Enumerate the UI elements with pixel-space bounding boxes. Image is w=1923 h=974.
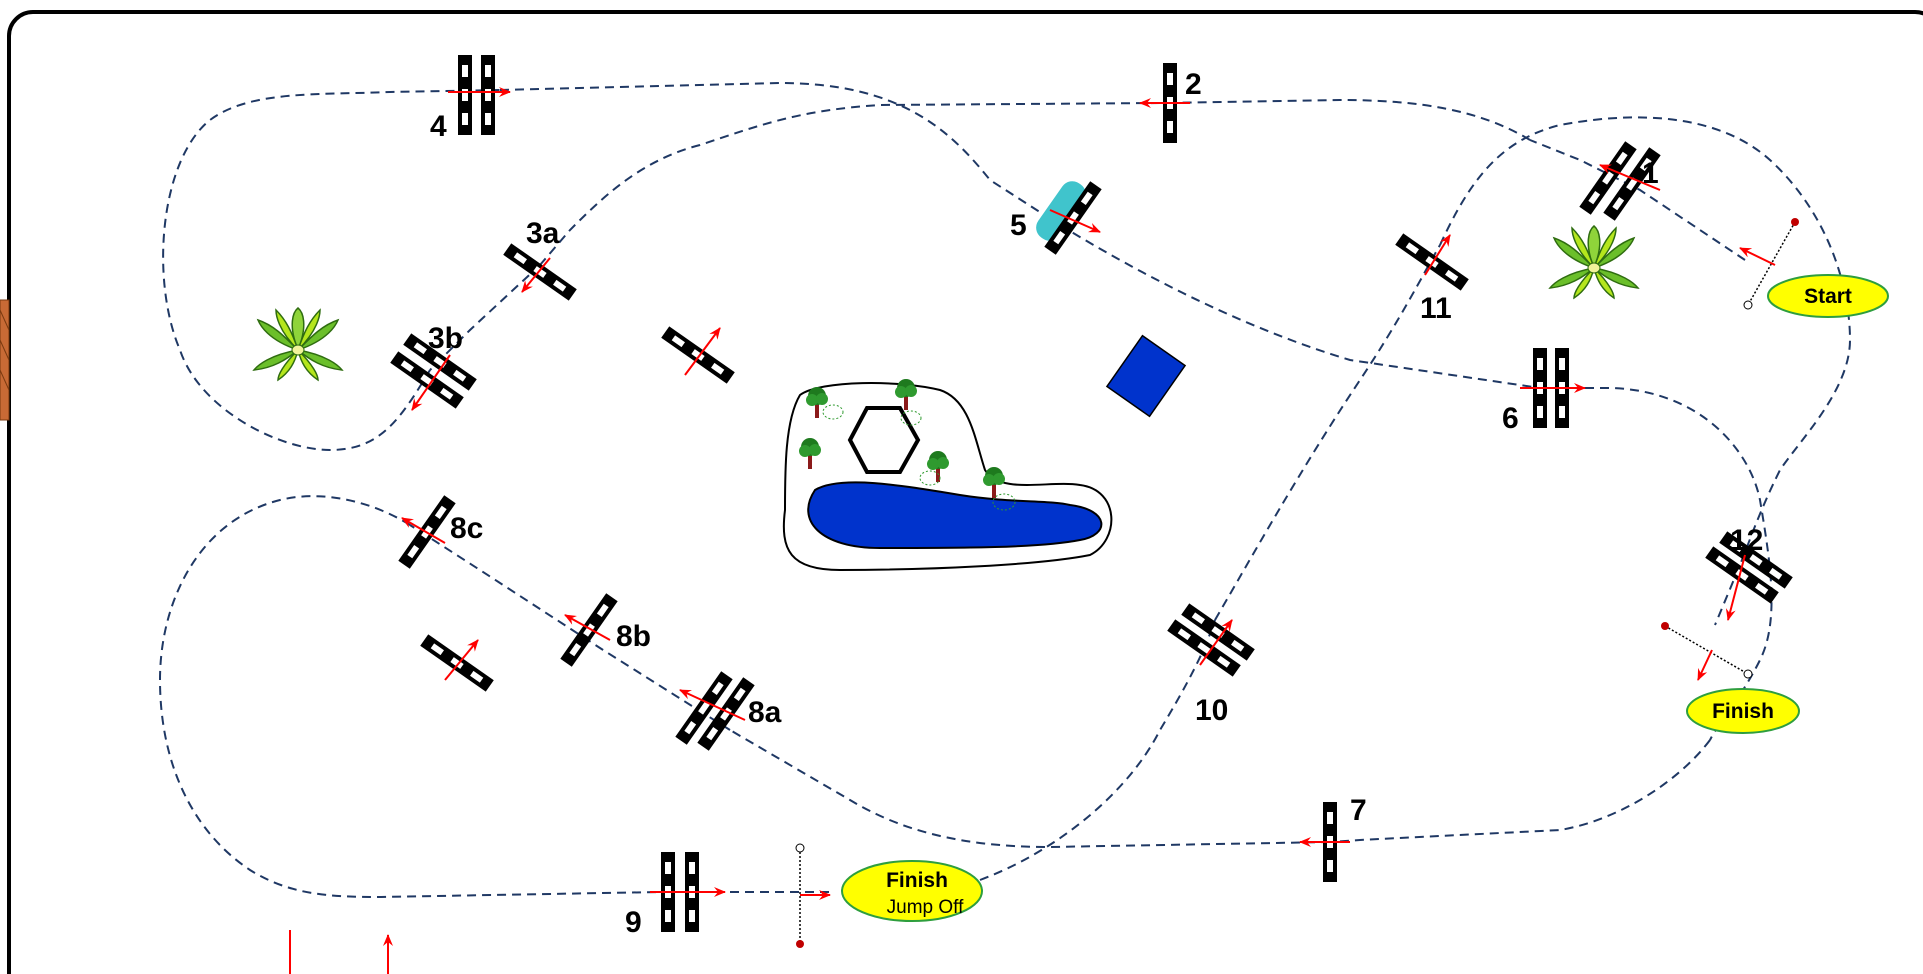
start-label: Start	[1804, 285, 1852, 308]
finish-jumpoff-label: Finish	[886, 869, 948, 892]
entry-gate-texture	[0, 369, 10, 391]
jump-8a-label: 8a	[748, 696, 782, 729]
jump-9: 9	[625, 852, 726, 939]
jump-6-label: 6	[1502, 402, 1519, 435]
jump-4-label: 4	[430, 110, 447, 143]
plant-icon	[253, 307, 343, 381]
practice-jump-top	[661, 326, 735, 384]
jump-9-label: 9	[625, 906, 642, 939]
jump-2-label: 2	[1185, 68, 1202, 101]
liverpool-icon	[1036, 181, 1086, 241]
finish-oval: Finish	[1686, 688, 1800, 734]
finish-line	[1661, 622, 1753, 681]
jump-3b-label: 3b	[428, 322, 463, 355]
arena-border	[7, 10, 1923, 974]
jump-5: 5	[1010, 181, 1102, 255]
pond-area	[782, 379, 1113, 572]
shrub-icon	[900, 410, 922, 426]
jump-8b: 8b	[560, 593, 651, 667]
jump-11-label: 11	[1420, 292, 1452, 325]
jump-2: 2	[1139, 63, 1202, 143]
entry-gate-texture	[0, 309, 10, 331]
finish-jumpoff-oval: Finish Jump Off	[841, 860, 983, 922]
jump-1: 1	[1579, 141, 1661, 221]
jump-8c: 8c	[398, 495, 483, 569]
start-oval: Start	[1767, 274, 1889, 318]
entry-gate-texture	[0, 339, 10, 361]
jump-10-label: 10	[1195, 694, 1228, 727]
jump-8b-label: 8b	[616, 620, 651, 653]
plant-icon	[1549, 225, 1639, 299]
jump-7: 7	[1299, 794, 1367, 882]
jump-4: 4	[430, 55, 511, 143]
jump-3a-label: 3a	[526, 217, 560, 250]
shrub-icon	[822, 404, 844, 420]
jump-8a: 8a	[675, 671, 782, 751]
finish-label: Finish	[1712, 700, 1774, 723]
jump-3a: 3a	[503, 217, 577, 301]
jump-11: 11	[1395, 233, 1469, 325]
jump-3b: 3b	[390, 322, 477, 411]
course-path	[158, 81, 1852, 899]
jump-7-label: 7	[1350, 794, 1367, 827]
blue-box-icon	[1105, 334, 1187, 418]
jump-5-label: 5	[1010, 209, 1027, 242]
jump-8c-label: 8c	[450, 512, 483, 545]
pond-icon	[807, 481, 1103, 550]
jump-12-label: 12	[1730, 524, 1763, 557]
jumpoff-finish-line	[795, 843, 831, 948]
jump-12: 12	[1705, 524, 1793, 621]
jump-6: 6	[1502, 348, 1586, 435]
entry-gate	[0, 299, 10, 421]
jump-10: 10	[1167, 603, 1255, 727]
practice-jump-bottom	[420, 634, 494, 692]
start-line	[1739, 218, 1799, 310]
jump-1-label: 1	[1642, 157, 1659, 190]
shrub-icon	[992, 493, 1016, 511]
jumpoff-label: Jump Off	[887, 897, 964, 918]
shrub-icon	[919, 470, 941, 486]
gazebo-icon	[847, 406, 921, 474]
